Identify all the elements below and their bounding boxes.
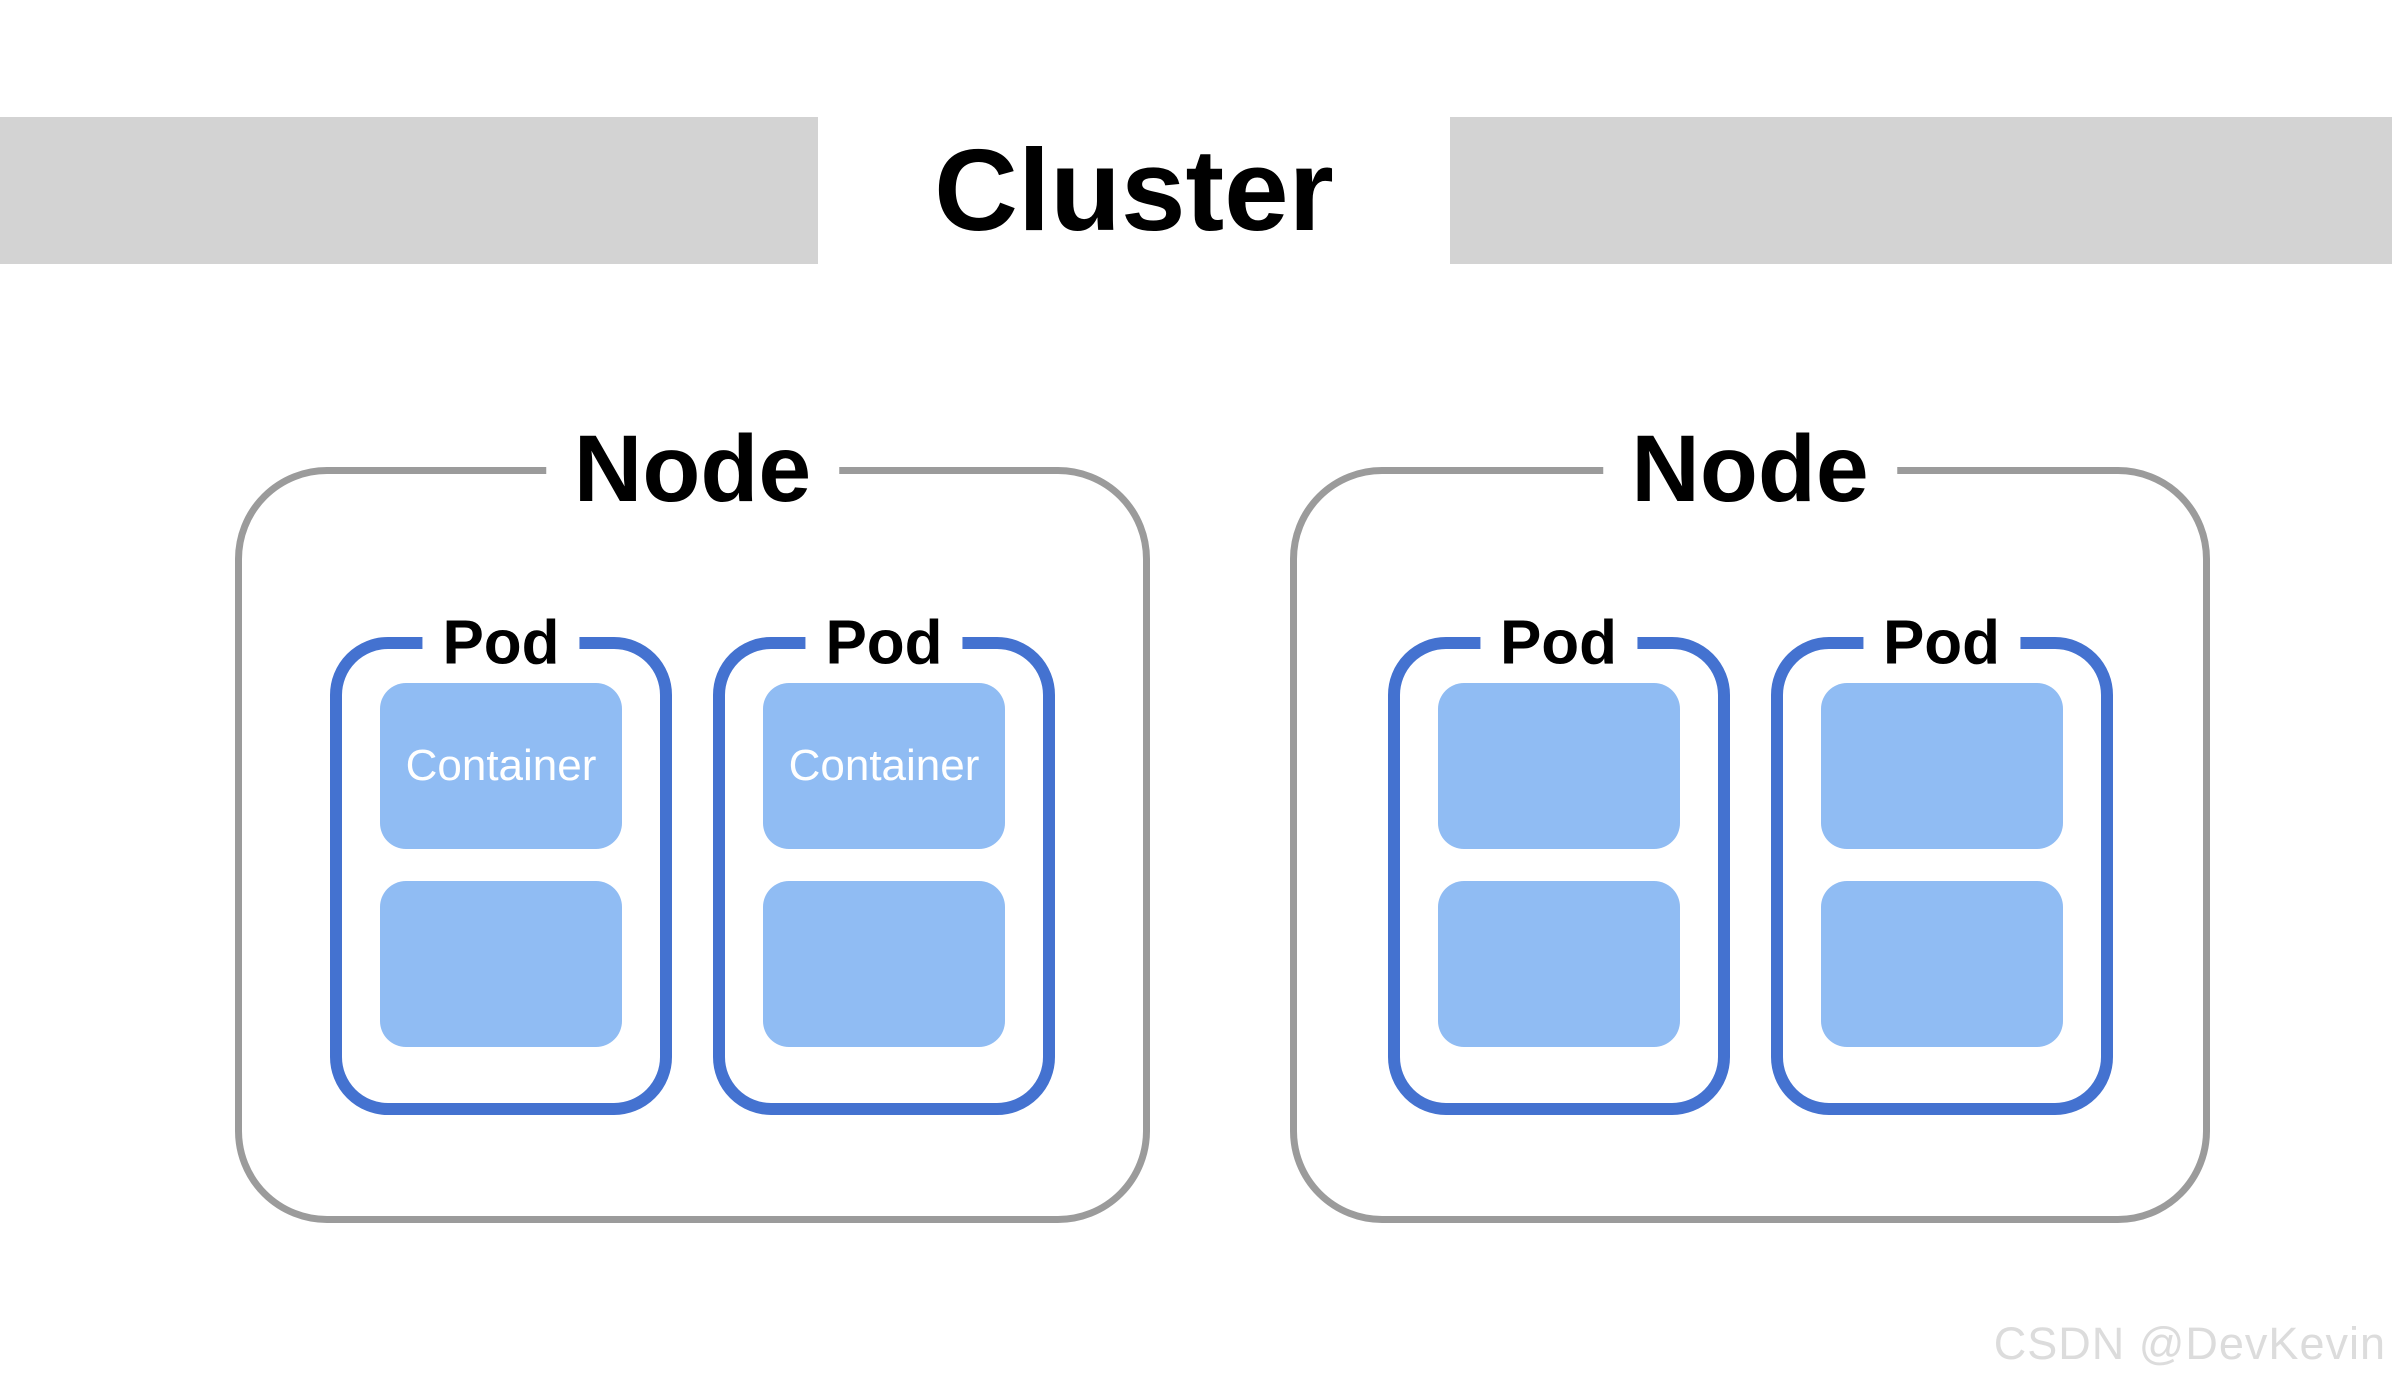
node-box-2: Node Pod Pod	[1290, 419, 2210, 1223]
cluster-band-right	[1450, 117, 2392, 264]
container-box	[763, 881, 1005, 1047]
container-box	[380, 881, 622, 1047]
pod-box-1: Pod Container	[330, 610, 672, 1115]
container-box	[1437, 881, 1680, 1047]
pod-row: Pod Container Pod Container	[242, 610, 1143, 1115]
pod-box-2: Pod Container	[713, 610, 1055, 1115]
container-group: Container	[725, 649, 1043, 1047]
container-box	[1437, 683, 1680, 849]
cluster-band-left	[0, 117, 818, 264]
node-label: Node	[545, 419, 840, 520]
container-box	[1820, 881, 2063, 1047]
watermark: CSDN @DevKevin	[1993, 1318, 2386, 1369]
pod-label: Pod	[422, 610, 580, 676]
container-box: Container	[763, 683, 1005, 849]
node-label: Node	[1603, 419, 1897, 520]
pod-label: Pod	[805, 610, 963, 676]
container-group: Container	[342, 649, 660, 1047]
container-group	[1400, 649, 1718, 1047]
pod-label: Pod	[1479, 610, 1638, 676]
container-box: Container	[380, 683, 622, 849]
pod-box-4: Pod	[1770, 610, 2113, 1115]
cluster-title: Cluster	[934, 124, 1334, 255]
container-box	[1820, 683, 2063, 849]
pod-row: Pod Pod	[1297, 610, 2203, 1115]
pod-box-3: Pod	[1387, 610, 1730, 1115]
node-box-1: Node Pod Container Pod Container	[235, 419, 1150, 1223]
pod-label: Pod	[1862, 610, 2021, 676]
container-group	[1783, 649, 2101, 1047]
